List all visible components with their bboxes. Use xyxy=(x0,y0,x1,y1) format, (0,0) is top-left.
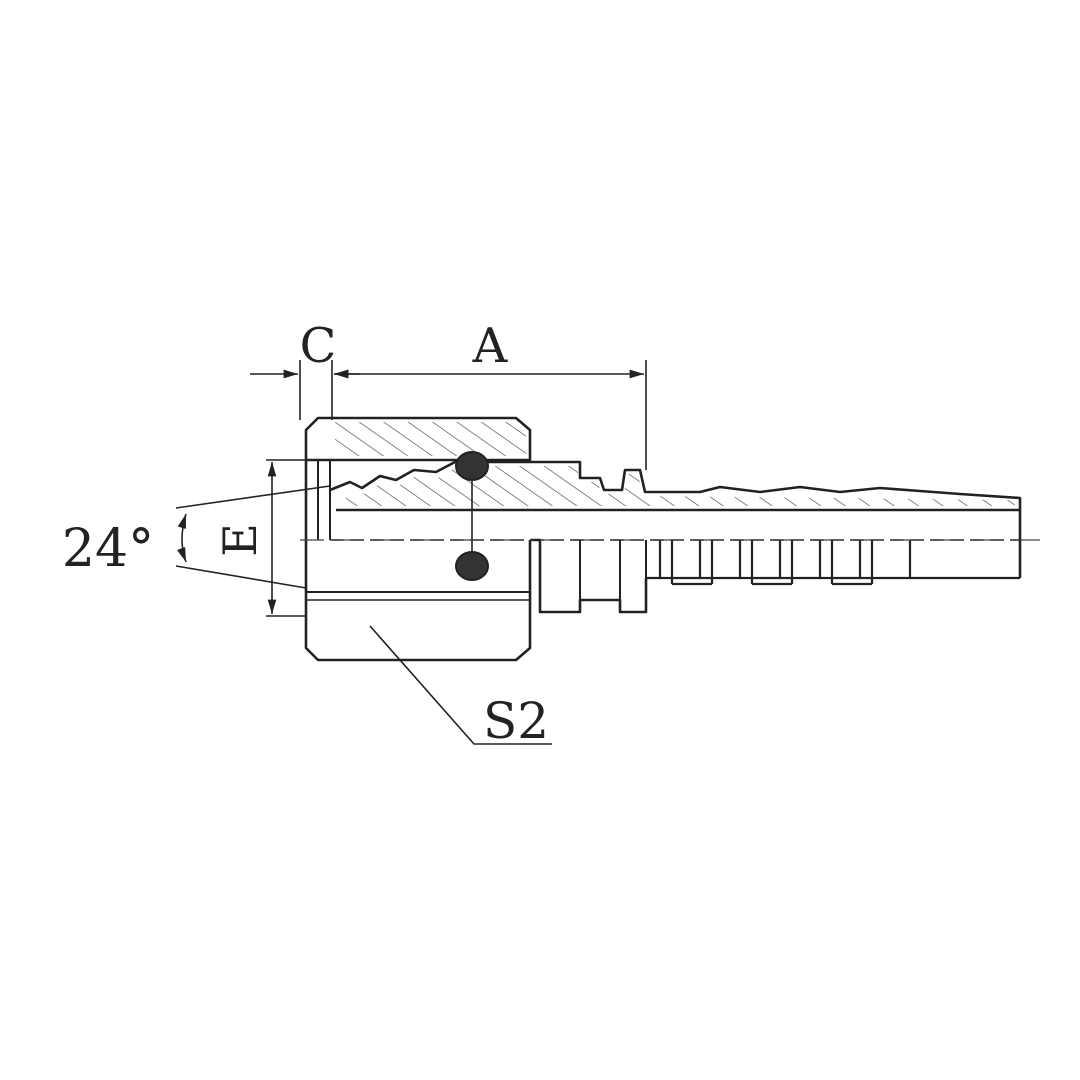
dimension-c-label: C xyxy=(300,318,337,374)
dimension-a-label: A xyxy=(472,318,509,374)
lock-wire xyxy=(455,451,489,581)
body-hatch xyxy=(340,466,1015,506)
dimension-lines xyxy=(175,360,647,745)
hose-stem xyxy=(619,540,1020,612)
nut-hatch xyxy=(335,422,526,456)
dimension-e-label: E xyxy=(213,523,267,557)
hex-size-label: S2 xyxy=(483,692,549,750)
angle-label: 24° xyxy=(62,519,154,579)
